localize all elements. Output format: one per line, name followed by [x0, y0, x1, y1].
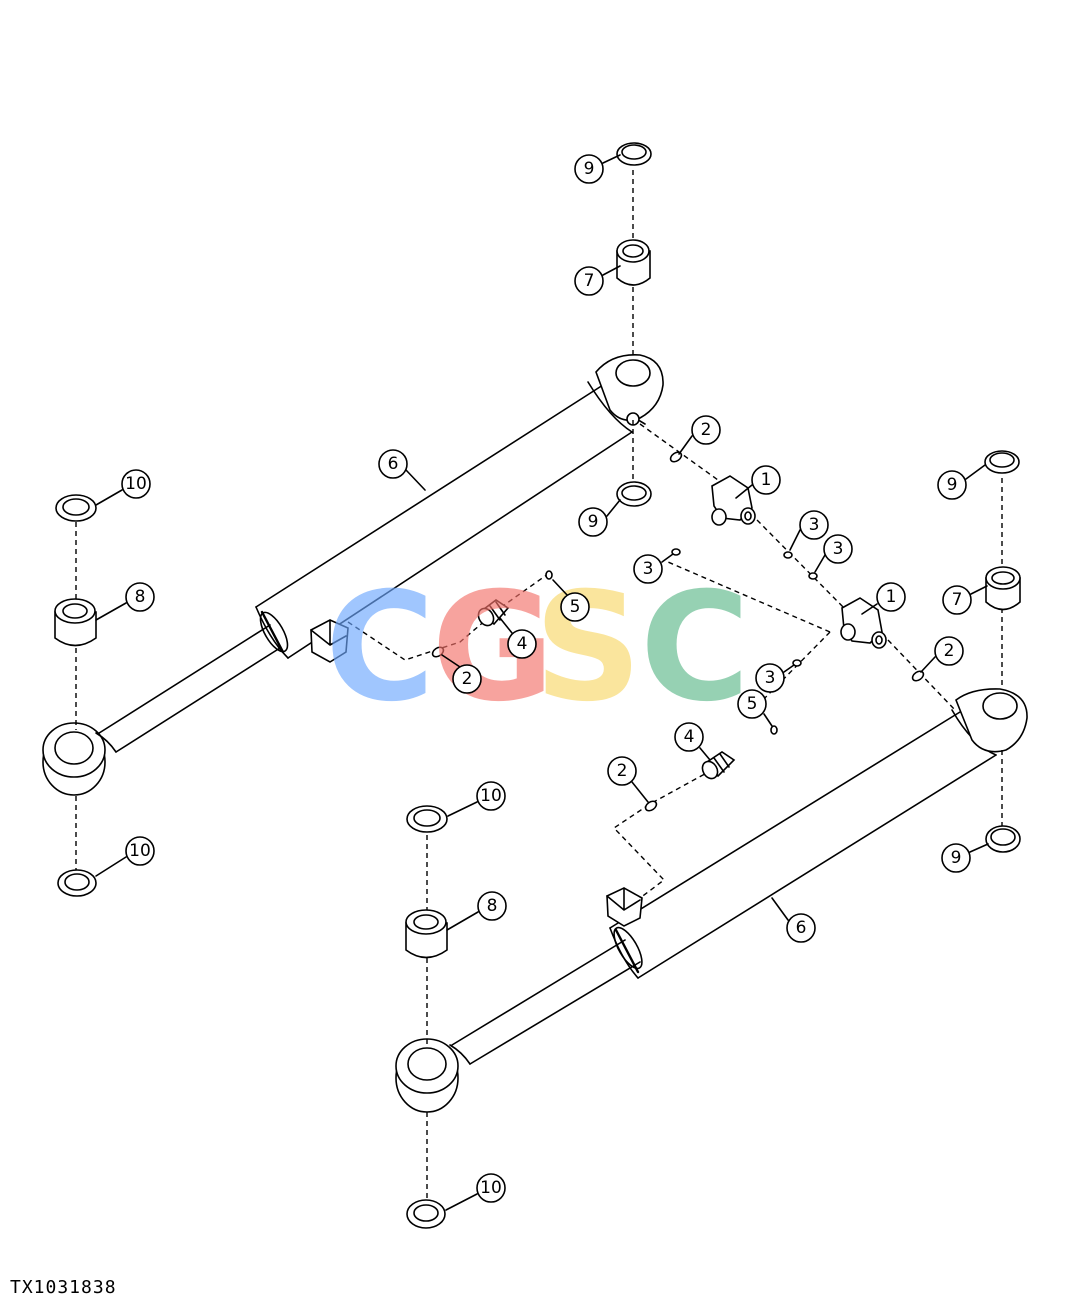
callout-item: 3 — [633, 553, 674, 584]
callout-label: 4 — [684, 727, 695, 747]
callout-label: 3 — [765, 668, 776, 688]
callout-label: 2 — [701, 420, 712, 440]
callout-label: 1 — [886, 587, 897, 607]
callout-label: 3 — [833, 539, 844, 559]
callout-item: 10 — [95, 836, 155, 877]
callout-label: 9 — [951, 848, 962, 868]
callout-item: 7 — [942, 585, 988, 615]
callout-label: 8 — [135, 587, 146, 607]
callout-item: 1 — [861, 582, 906, 615]
lower-cylinder — [395, 688, 1028, 1113]
callout-item: 3 — [755, 663, 795, 693]
callout-item: 5 — [552, 579, 590, 622]
callout-label: 10 — [480, 1178, 502, 1198]
callout-item: 8 — [95, 582, 155, 621]
figure-id-label: TX1031838 — [10, 1277, 117, 1298]
callout-label: 3 — [809, 515, 820, 535]
callout-label: 9 — [588, 512, 599, 532]
callout-item: 3 — [789, 510, 829, 551]
callout-item: 3 — [814, 534, 853, 573]
callout-label: 7 — [584, 271, 595, 291]
callout-label: 3 — [643, 559, 654, 579]
callouts: 9 7 2 6 1 9 3 — [95, 154, 989, 1211]
callout-item: 4 — [499, 617, 537, 659]
callout-item: 2 — [441, 654, 482, 694]
watermark-letter-s: S — [534, 561, 642, 735]
callout-label: 1 — [761, 470, 772, 490]
callout-item: 10 — [447, 781, 506, 817]
callout-item: 10 — [95, 469, 151, 506]
callout-label: 6 — [796, 918, 807, 938]
callout-label: 2 — [462, 669, 473, 689]
watermark-letter-c: C — [325, 561, 435, 735]
callout-item: 9 — [941, 843, 989, 873]
callout-label: 2 — [617, 761, 628, 781]
callout-label: 2 — [944, 641, 955, 661]
callout-item: 6 — [771, 897, 816, 943]
callout-label: 10 — [480, 786, 502, 806]
callout-item: 9 — [937, 464, 986, 500]
callout-item: 9 — [578, 499, 621, 537]
callout-label: 4 — [517, 634, 528, 654]
callout-label: 7 — [952, 590, 963, 610]
callout-item: 4 — [674, 722, 711, 761]
watermark-letter-c2: C — [640, 561, 750, 735]
callout-item: 5 — [737, 689, 773, 727]
callout-label: 10 — [125, 474, 147, 494]
callout-item: 7 — [574, 265, 621, 296]
callout-label: 9 — [584, 159, 595, 179]
callout-item: 2 — [607, 756, 649, 803]
callout-item: 9 — [574, 154, 621, 184]
callout-item: 2 — [678, 415, 721, 455]
callout-label: 5 — [747, 694, 758, 714]
callout-item: 2 — [920, 636, 964, 673]
upper-cylinder — [42, 354, 664, 796]
callout-item: 8 — [446, 891, 507, 931]
callout-item: 6 — [378, 449, 426, 491]
callout-label: 8 — [487, 896, 498, 916]
callout-label: 5 — [570, 597, 581, 617]
callout-label: 6 — [388, 454, 399, 474]
callout-item: 10 — [445, 1173, 506, 1211]
watermark: C G S C — [325, 561, 750, 735]
callout-label: 9 — [947, 475, 958, 495]
callout-label: 10 — [129, 841, 151, 861]
callout-item: 1 — [735, 465, 781, 499]
